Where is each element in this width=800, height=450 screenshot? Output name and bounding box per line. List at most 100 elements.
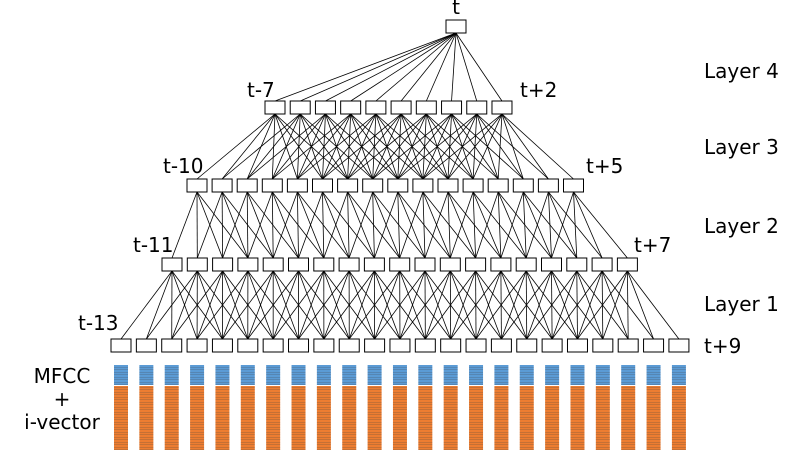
connection-input-5-to-layer1-5 bbox=[247, 270, 299, 340]
input-node-19 bbox=[592, 338, 614, 353]
connection-input-7-to-layer1-6 bbox=[298, 270, 325, 340]
feature-dims-5 bbox=[240, 365, 255, 450]
connection-input-1-to-layer1-1 bbox=[146, 270, 198, 340]
input-node-2 bbox=[161, 338, 183, 353]
layer-label-4: Layer 4 bbox=[704, 59, 779, 83]
input-label-ivector: i-vector bbox=[24, 410, 100, 434]
connection-layer1-5-to-layer2-5 bbox=[298, 191, 323, 259]
feature-column-9 bbox=[342, 365, 357, 450]
input-node-17 bbox=[541, 338, 563, 353]
layer2-node-12 bbox=[487, 178, 509, 193]
layer2-node-2 bbox=[236, 178, 258, 193]
connection-input-12-to-layer1-11 bbox=[424, 270, 451, 340]
layer2-node-3 bbox=[261, 178, 283, 193]
layer3-node-3 bbox=[340, 100, 362, 115]
connection-layer3-8-to-output-0 bbox=[455, 32, 478, 102]
connection-layer1-6-to-layer2-5 bbox=[322, 191, 325, 259]
connection-layer1-3-to-layer2-2 bbox=[246, 191, 249, 259]
layer1-node-18 bbox=[616, 257, 638, 272]
layer3-right-label: t+2 bbox=[520, 78, 557, 102]
layer2-right-label: t+5 bbox=[586, 154, 623, 178]
connection-layer1-5-to-layer2-4 bbox=[297, 191, 299, 259]
connection-layer1-18-to-layer2-15 bbox=[573, 191, 628, 259]
layer-label-2: Layer 2 bbox=[704, 214, 779, 238]
connection-layer2-3-to-layer3-2 bbox=[271, 113, 326, 180]
connection-layer1-1-to-layer2-1 bbox=[196, 191, 223, 259]
input-left-label: t-13 bbox=[78, 311, 119, 335]
connection-layer3-0-to-output-0 bbox=[274, 32, 457, 102]
connection-layer1-0-to-layer2-0 bbox=[171, 191, 198, 259]
connection-layer1-9-to-layer2-9 bbox=[399, 191, 424, 259]
input-label-plus: + bbox=[54, 387, 71, 411]
feature-column-21 bbox=[646, 365, 661, 450]
connection-layer2-15-to-layer3-9 bbox=[501, 113, 574, 180]
input-node-21 bbox=[643, 338, 665, 353]
feature-dims-2 bbox=[164, 365, 179, 450]
input-label-mfcc: MFCC bbox=[34, 364, 91, 388]
connection-input-11-to-layer1-11 bbox=[399, 270, 451, 340]
connection-layer3-1-to-output-0 bbox=[300, 32, 457, 102]
connection-layer2-11-to-layer3-9 bbox=[472, 113, 503, 180]
feature-column-6 bbox=[266, 365, 281, 450]
connection-layer2-12-to-layer3-9 bbox=[497, 113, 503, 180]
feature-column-10 bbox=[367, 365, 382, 450]
layer3-node-5 bbox=[390, 100, 412, 115]
layer1-node-14 bbox=[515, 257, 537, 272]
layer1-node-2 bbox=[212, 257, 234, 272]
connection-input-4-to-layer1-4 bbox=[222, 270, 274, 340]
input-node-5 bbox=[237, 338, 259, 353]
layer2-node-1 bbox=[211, 178, 233, 193]
connection-layer1-12-to-layer2-12 bbox=[475, 191, 499, 259]
feature-column-13 bbox=[443, 365, 458, 450]
layer1-node-4 bbox=[262, 257, 284, 272]
layer3-node-9 bbox=[491, 100, 513, 115]
feature-dims-11 bbox=[392, 365, 407, 450]
layer1-node-12 bbox=[465, 257, 487, 272]
layer1-right-label: t+7 bbox=[634, 233, 671, 257]
connection-layer2-7-to-layer3-7 bbox=[372, 113, 452, 180]
connection-layer1-12-to-layer2-11 bbox=[472, 191, 476, 259]
connection-input-7-to-layer1-7 bbox=[298, 270, 350, 340]
connection-layer2-7-to-layer3-6 bbox=[372, 113, 427, 180]
connection-input-13-to-layer1-13 bbox=[450, 270, 502, 340]
connection-layer2-10-to-layer3-9 bbox=[447, 113, 503, 180]
connection-layer3-7-to-output-0 bbox=[451, 32, 457, 102]
feature-column-8 bbox=[316, 365, 331, 450]
layer3-node-7 bbox=[441, 100, 463, 115]
connection-input-11-to-layer1-10 bbox=[399, 270, 426, 340]
connection-layer2-6-to-layer3-5 bbox=[347, 113, 402, 180]
layer2-node-9 bbox=[412, 178, 434, 193]
connection-input-21-to-layer1-18 bbox=[627, 270, 654, 340]
layer-label-1: Layer 1 bbox=[704, 292, 779, 316]
input-right-label: t+9 bbox=[704, 334, 741, 358]
connections bbox=[120, 32, 680, 340]
connection-input-22-to-layer1-18 bbox=[627, 270, 680, 340]
layer1-node-8 bbox=[363, 257, 385, 272]
connection-layer1-13-to-layer2-12 bbox=[497, 191, 502, 259]
layer1-node-1 bbox=[186, 257, 208, 272]
feature-dims-0 bbox=[114, 365, 128, 450]
connection-layer1-10-to-layer2-9 bbox=[422, 191, 426, 259]
input-node-0 bbox=[110, 338, 132, 353]
input-node-13 bbox=[440, 338, 462, 353]
connection-layer1-4-to-layer2-4 bbox=[272, 191, 298, 259]
connection-input-10-to-layer1-9 bbox=[374, 270, 401, 340]
input-node-18 bbox=[566, 338, 588, 353]
connection-layer2-9-to-layer3-8 bbox=[422, 113, 478, 180]
connection-layer1-13-to-layer2-13 bbox=[500, 191, 524, 259]
nodes bbox=[110, 19, 690, 353]
layer2-node-15 bbox=[563, 178, 584, 193]
feature-column-15 bbox=[494, 365, 509, 450]
feature-dims-13 bbox=[443, 365, 458, 450]
feature-column-3 bbox=[190, 365, 205, 450]
connection-layer1-15-to-layer2-15 bbox=[551, 191, 574, 259]
feature-column-0 bbox=[114, 365, 128, 450]
layer3-left-label: t-7 bbox=[247, 78, 275, 102]
feature-dims-8 bbox=[316, 365, 331, 450]
layer1-node-7 bbox=[338, 257, 360, 272]
layer2-left-label: t-10 bbox=[163, 154, 204, 178]
connection-layer1-9-to-layer2-8 bbox=[397, 191, 401, 259]
input-node-8 bbox=[313, 338, 335, 353]
connection-layer2-9-to-layer3-9 bbox=[422, 113, 503, 180]
layer1-node-15 bbox=[541, 257, 562, 272]
